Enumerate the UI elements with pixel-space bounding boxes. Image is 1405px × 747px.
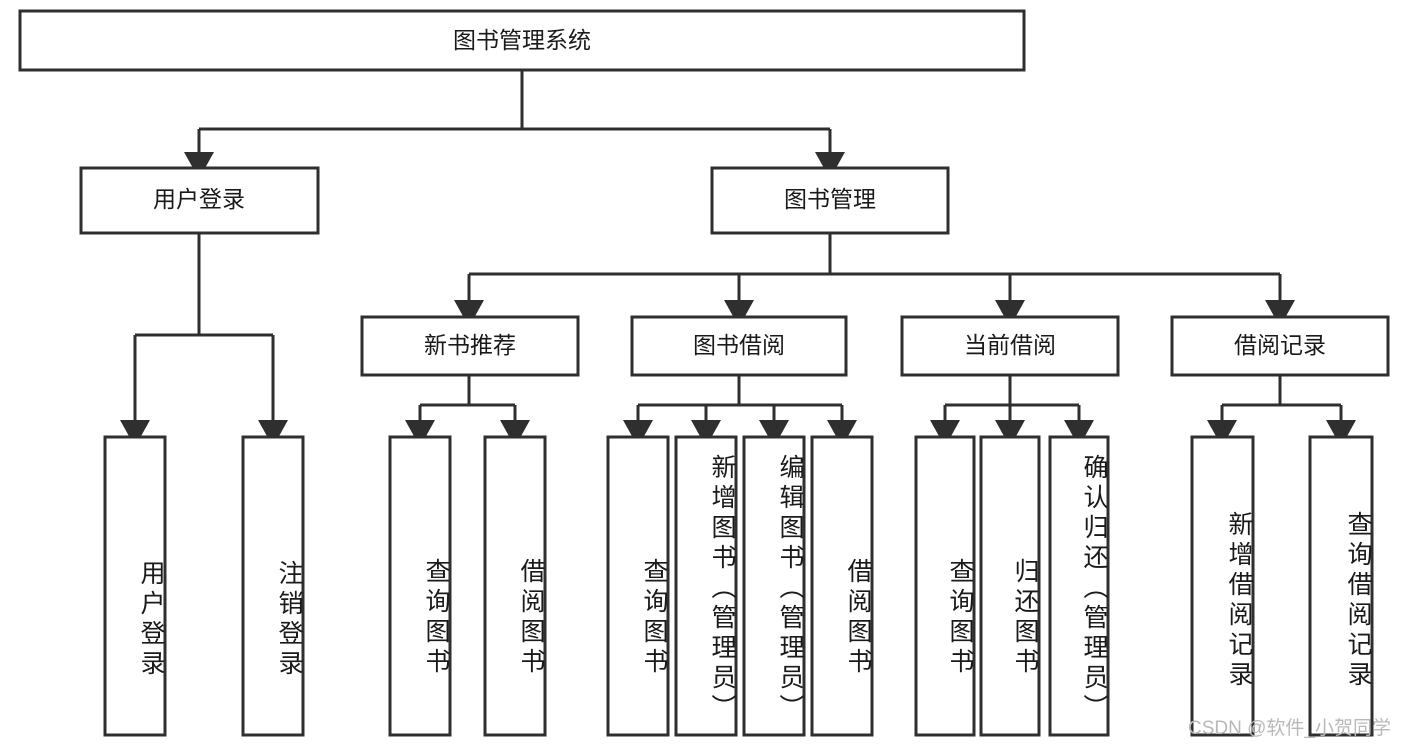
node-current-borrow-box[interactable] xyxy=(900,315,1120,377)
node-book-borrow[interactable]: 图书借阅 xyxy=(630,315,848,377)
node-book-manage-label: 图书管理 xyxy=(784,186,876,212)
leaf-boxes-group xyxy=(103,435,1374,737)
node-user-login[interactable]: 用户登录 xyxy=(79,166,320,235)
node-user-login-box[interactable] xyxy=(79,166,320,235)
leaf-box-logout[interactable] xyxy=(241,435,305,737)
node-borrow-record-box[interactable] xyxy=(1170,315,1390,377)
node-borrow-record[interactable]: 借阅记录 xyxy=(1170,315,1390,377)
leaf-box-confirm-return-admin[interactable] xyxy=(1048,435,1110,737)
leaf-box-query-borrow-record[interactable] xyxy=(1308,435,1374,737)
node-root[interactable]: 图书管理系统 xyxy=(18,9,1026,72)
node-book-borrow-label: 图书借阅 xyxy=(693,332,785,358)
leaf-box-edit-book-admin[interactable] xyxy=(742,435,806,737)
node-current-borrow-label: 当前借阅 xyxy=(964,332,1056,358)
node-borrow-record-label: 借阅记录 xyxy=(1234,332,1326,358)
leaf-box-add-borrow-record[interactable] xyxy=(1190,435,1255,737)
node-book-borrow-box[interactable] xyxy=(630,315,848,377)
connector-lines-group xyxy=(120,70,1356,447)
node-new-book-recommend-label: 新书推荐 xyxy=(424,332,516,358)
leaf-box-borrow-book-rec[interactable] xyxy=(483,435,547,737)
leaf-box-add-book-admin[interactable] xyxy=(674,435,738,737)
csdn-watermark: CSDN @软件_小贺同学 xyxy=(1188,718,1391,739)
leaf-box-query-book[interactable] xyxy=(606,435,670,737)
node-book-manage-box[interactable] xyxy=(710,166,950,235)
node-user-login-label: 用户登录 xyxy=(153,186,245,212)
leaf-box-user-login[interactable] xyxy=(103,435,167,737)
node-current-borrow[interactable]: 当前借阅 xyxy=(900,315,1120,377)
node-root-label: 图书管理系统 xyxy=(453,27,591,53)
leaf-box-query-book-current[interactable] xyxy=(914,435,976,737)
node-new-book-recommend[interactable]: 新书推荐 xyxy=(360,315,580,377)
node-root-box[interactable] xyxy=(18,9,1026,72)
leaf-box-query-book-rec[interactable] xyxy=(388,435,452,737)
leaf-box-return-book[interactable] xyxy=(979,435,1041,737)
leaf-box-borrow-book[interactable] xyxy=(810,435,874,737)
node-new-book-recommend-box[interactable] xyxy=(360,315,580,377)
node-book-manage[interactable]: 图书管理 xyxy=(710,166,950,235)
